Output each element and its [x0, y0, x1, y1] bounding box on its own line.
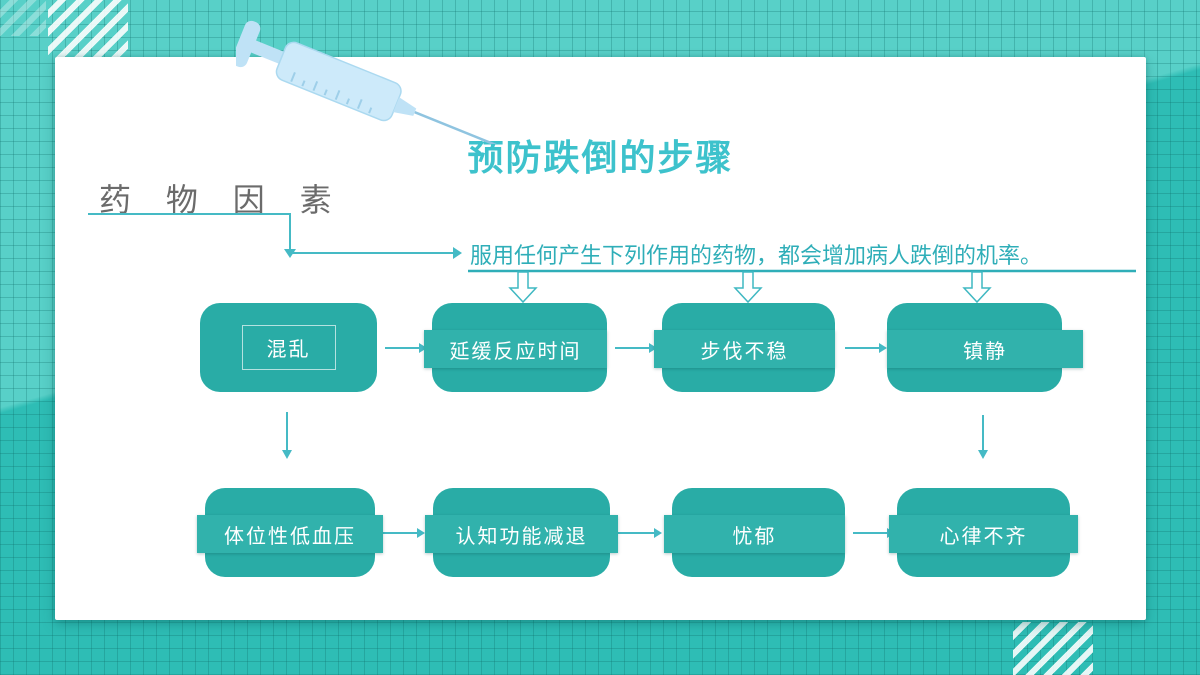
- section-heading: 药 物 因 素: [99, 182, 345, 218]
- flow-node-depression: 忧郁: [664, 488, 845, 577]
- flow-node-confusion: 混乱: [200, 303, 377, 392]
- flow-node-postural-hypotension: 体位性低血压: [197, 488, 383, 577]
- flow-node-unsteady-gait: 步伐不稳: [654, 303, 835, 392]
- flow-node-cognitive-decline: 认知功能减退: [425, 488, 618, 577]
- connector-lines: [88, 213, 1136, 538]
- flow-node-slowed-reaction: 延缓反应时间: [424, 303, 607, 392]
- hollow-down-arrow-icon: [508, 271, 992, 304]
- flow-node-arrhythmia: 心律不齐: [889, 488, 1078, 577]
- flow-node-label: 镇静: [887, 330, 1083, 368]
- flow-node-label: 混乱: [241, 325, 336, 370]
- flow-node-sedation: 镇静: [887, 303, 1083, 392]
- corner-hatch-decoration: [0, 0, 46, 36]
- flow-node-label: 心律不齐: [889, 515, 1078, 553]
- note-text: 服用任何产生下列作用的药物，都会增加病人跌倒的机率。: [470, 243, 1043, 268]
- top-left-hatch-decoration: [48, 0, 128, 57]
- bottom-right-hatch-decoration: [1013, 622, 1093, 675]
- flow-node-label: 认知功能减退: [425, 515, 618, 553]
- flow-node-label: 延缓反应时间: [424, 330, 607, 368]
- flow-node-label: 步伐不稳: [654, 330, 835, 368]
- slide-card: 预防跌倒的步骤 药 物 因 素 服用任何产生下列作用的药物，都会增加病人跌倒的机…: [55, 57, 1146, 620]
- flow-node-label: 体位性低血压: [197, 515, 383, 553]
- flow-node-label: 忧郁: [664, 515, 845, 553]
